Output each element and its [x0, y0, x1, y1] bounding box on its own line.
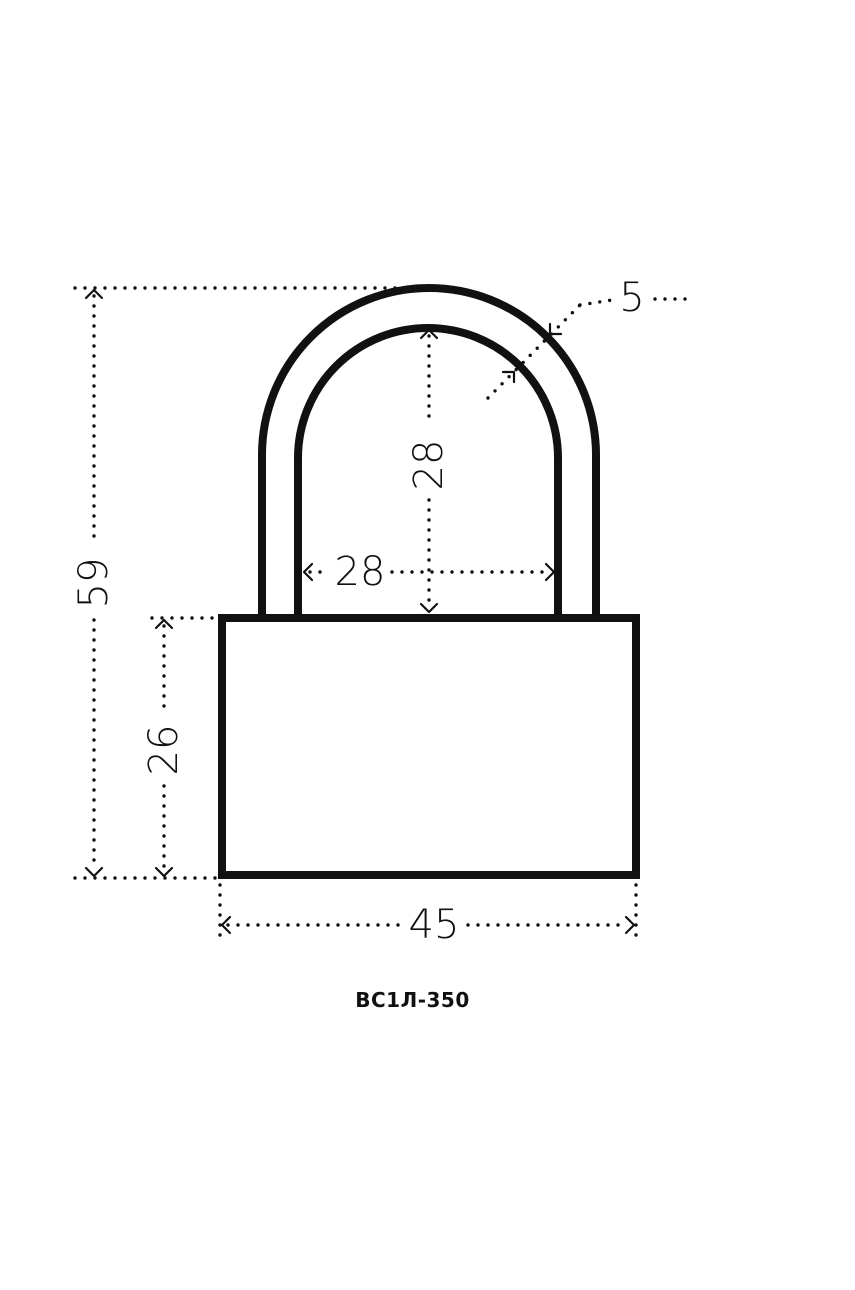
arrow-shackle-thickness-inner	[501, 370, 516, 384]
shackle-inner-outline	[294, 324, 562, 618]
label-shackle-inner-width: 28	[335, 549, 386, 595]
arrow-shackle-thickness-outer	[548, 322, 563, 336]
arrow-body-height-bottom	[154, 866, 174, 878]
label-body-width: 45	[409, 902, 460, 948]
arrow-total-height-top	[84, 288, 104, 300]
arrow-shackle-height-top	[419, 328, 439, 340]
label-body-height: 26	[141, 725, 187, 776]
arrow-shackle-height-bottom	[419, 602, 439, 614]
padlock-body	[218, 614, 640, 879]
label-shackle-inner-height: 28	[406, 440, 452, 491]
label-shackle-thickness: 5	[619, 275, 644, 321]
model-title: ВС1Л-350	[355, 988, 470, 1012]
arrow-shackle-width-left	[302, 562, 314, 582]
arrow-body-width-left	[220, 915, 232, 935]
leader-shackle-thickness-tail	[578, 298, 614, 307]
arrow-body-height-top	[154, 618, 174, 630]
arrow-total-height-bottom	[84, 866, 104, 878]
leader-shackle-thickness	[486, 303, 582, 400]
arrow-body-width-right	[624, 915, 636, 935]
label-total-height: 59	[71, 558, 117, 609]
shackle-outer-outline	[258, 284, 600, 618]
arrow-shackle-width-right	[544, 562, 556, 582]
